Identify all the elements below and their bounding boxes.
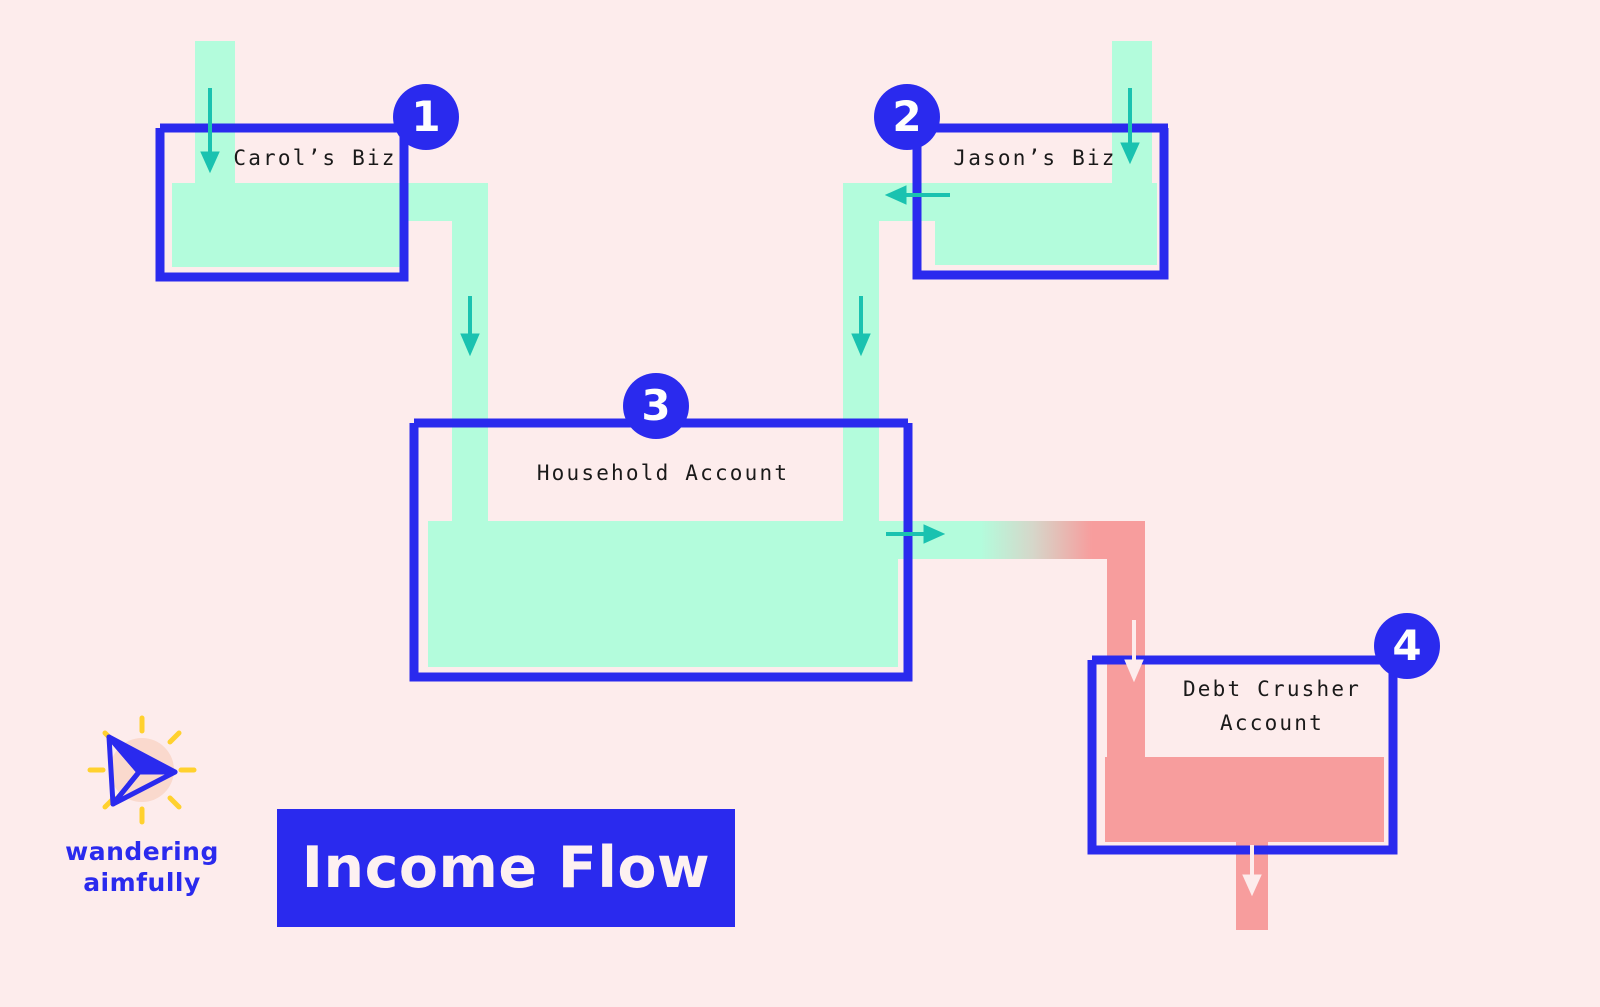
outline-household-account xyxy=(409,423,913,682)
arrow-down-into-jasons-icon xyxy=(1120,88,1140,165)
arrow-right-household-outflow-icon xyxy=(886,524,946,544)
label-debt-crusher-account: Debt Crusher Account xyxy=(1182,677,1362,735)
step-badge-2[interactable]: 2 xyxy=(874,84,940,150)
pink-liquid-layer xyxy=(1105,521,1384,930)
outline-debt-crusher-account xyxy=(1087,660,1398,855)
paper-plane-sun-icon xyxy=(87,715,197,825)
title-banner: Income Flow xyxy=(277,809,735,927)
liquid-household-account xyxy=(428,521,898,667)
liquid-jasons-biz xyxy=(935,183,1157,265)
arrow-down-jasons-to-household-icon xyxy=(851,296,871,357)
arrow-down-debt-crusher-inflow-icon xyxy=(1124,620,1144,683)
liquid-carols-biz xyxy=(172,183,405,267)
pipe-jasons-to-household xyxy=(843,183,879,530)
pipe-debt-crusher-inflow xyxy=(1107,521,1145,771)
pipe-carols-to-household xyxy=(452,183,488,530)
arrow-down-carols-to-household-icon xyxy=(460,296,480,357)
brand-logo: wandering aimfully xyxy=(47,712,237,898)
pipe-income-carols xyxy=(195,41,235,188)
label-household-account: Household Account xyxy=(536,461,790,485)
arrow-down-into-carols-icon xyxy=(200,88,220,174)
outline-jasons-biz xyxy=(912,128,1169,280)
pipe-household-to-debt-crusher xyxy=(880,521,1145,559)
outline-carols-biz xyxy=(155,128,409,282)
step-badge-3[interactable]: 3 xyxy=(623,373,689,439)
step-badge-1[interactable]: 1 xyxy=(393,84,459,150)
brand-name: wandering aimfully xyxy=(65,837,219,897)
page-title: Income Flow xyxy=(301,835,711,901)
label-carols-biz: Carol’s Biz xyxy=(233,146,397,170)
arrow-down-debt-crusher-outflow-icon xyxy=(1242,845,1262,897)
label-jasons-biz: Jason’s Biz xyxy=(953,146,1117,170)
green-liquid-layer xyxy=(172,41,1157,667)
step-badge-4[interactable]: 4 xyxy=(1374,613,1440,679)
arrow-left-jasons-overflow-icon xyxy=(884,185,950,205)
flow-arrows xyxy=(200,88,1262,897)
